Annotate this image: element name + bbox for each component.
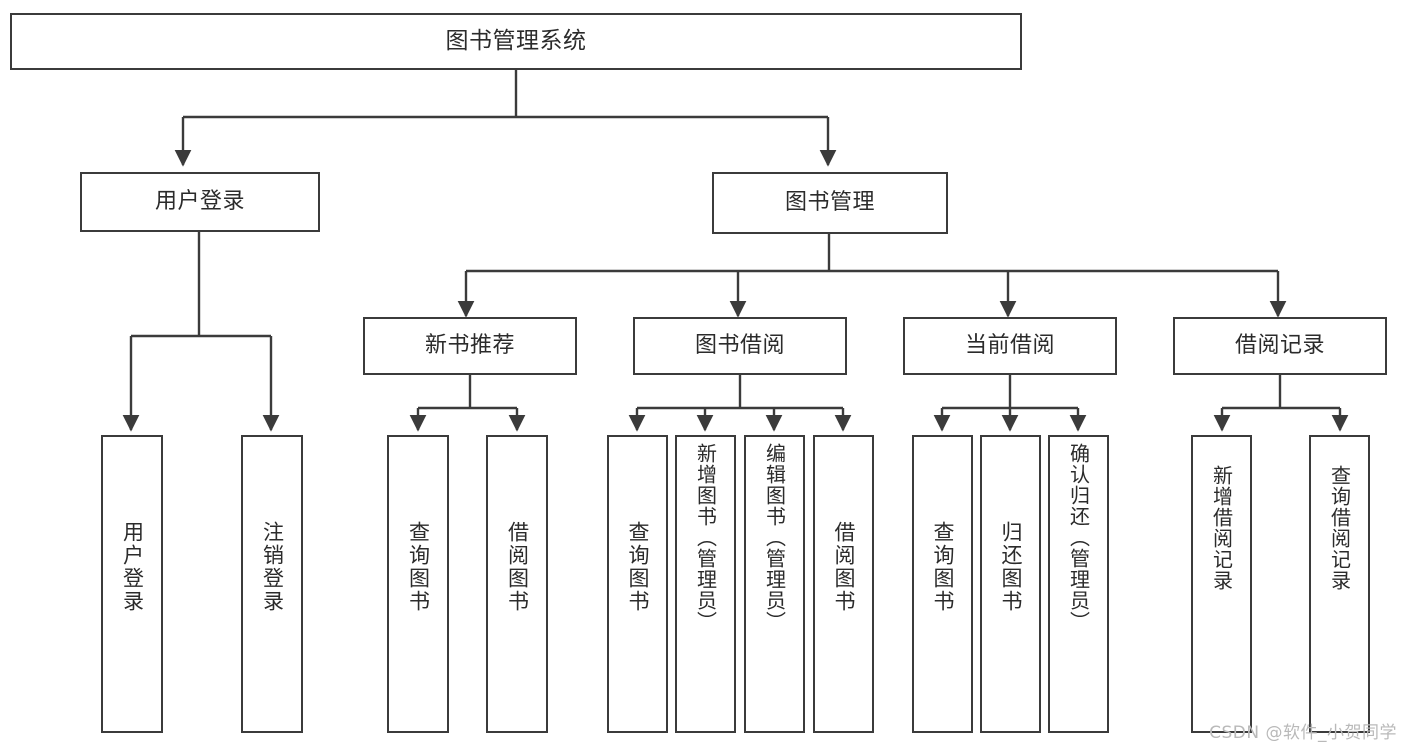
leaf-edit-book-admin[interactable]: 编辑图书（管理员） bbox=[744, 435, 805, 733]
leaf-borrow-book[interactable]: 借阅图书 bbox=[813, 435, 874, 733]
leaf-user-login[interactable]: 用户登录 bbox=[101, 435, 163, 733]
leaf-borrow-book-recommend[interactable]: 借阅图书 bbox=[486, 435, 548, 733]
node-label: 确认归还（管理员） bbox=[1066, 443, 1091, 632]
node-borrow-record[interactable]: 借阅记录 bbox=[1173, 317, 1387, 375]
node-label: 借阅记录 bbox=[1234, 332, 1325, 358]
node-user-login[interactable]: 用户登录 bbox=[80, 172, 320, 232]
leaf-query-book-borrow[interactable]: 查询图书 bbox=[607, 435, 668, 733]
leaf-query-book-current[interactable]: 查询图书 bbox=[912, 435, 973, 733]
watermark-text: CSDN @软件_小贺同学 bbox=[1209, 723, 1397, 743]
node-root-system[interactable]: 图书管理系统 bbox=[10, 13, 1022, 70]
node-label: 查询借阅记录 bbox=[1327, 465, 1352, 591]
node-label: 当前借阅 bbox=[964, 332, 1055, 358]
leaf-return-book[interactable]: 归还图书 bbox=[980, 435, 1041, 733]
node-label: 新书推荐 bbox=[424, 332, 515, 358]
node-current-borrow[interactable]: 当前借阅 bbox=[903, 317, 1117, 375]
node-book-manage[interactable]: 图书管理 bbox=[712, 172, 948, 234]
leaf-confirm-return-admin[interactable]: 确认归还（管理员） bbox=[1048, 435, 1109, 733]
leaf-logout-login[interactable]: 注销登录 bbox=[241, 435, 303, 733]
node-label: 图书管理 bbox=[784, 189, 875, 215]
node-label: 编辑图书（管理员） bbox=[762, 443, 787, 632]
node-label: 图书借阅 bbox=[694, 332, 785, 358]
leaf-query-borrow-record[interactable]: 查询借阅记录 bbox=[1309, 435, 1370, 733]
node-label: 图书管理系统 bbox=[445, 28, 587, 55]
leaf-add-book-admin[interactable]: 新增图书（管理员） bbox=[675, 435, 736, 733]
node-label: 借阅图书 bbox=[505, 521, 530, 613]
node-label: 查询图书 bbox=[406, 521, 431, 613]
node-label: 用户登录 bbox=[120, 521, 145, 613]
node-label: 新增借阅记录 bbox=[1209, 465, 1234, 591]
node-label: 注销登录 bbox=[260, 521, 285, 613]
leaf-add-borrow-record[interactable]: 新增借阅记录 bbox=[1191, 435, 1252, 733]
node-label: 查询图书 bbox=[626, 521, 650, 613]
node-label: 用户登录 bbox=[154, 188, 245, 214]
node-label: 新增图书（管理员） bbox=[693, 443, 718, 632]
leaf-query-book-recommend[interactable]: 查询图书 bbox=[387, 435, 449, 733]
node-book-borrow[interactable]: 图书借阅 bbox=[633, 317, 847, 375]
node-label: 归还图书 bbox=[999, 521, 1023, 613]
node-new-book-recommend[interactable]: 新书推荐 bbox=[363, 317, 577, 375]
node-label: 查询图书 bbox=[931, 521, 955, 613]
node-label: 借阅图书 bbox=[832, 521, 856, 613]
